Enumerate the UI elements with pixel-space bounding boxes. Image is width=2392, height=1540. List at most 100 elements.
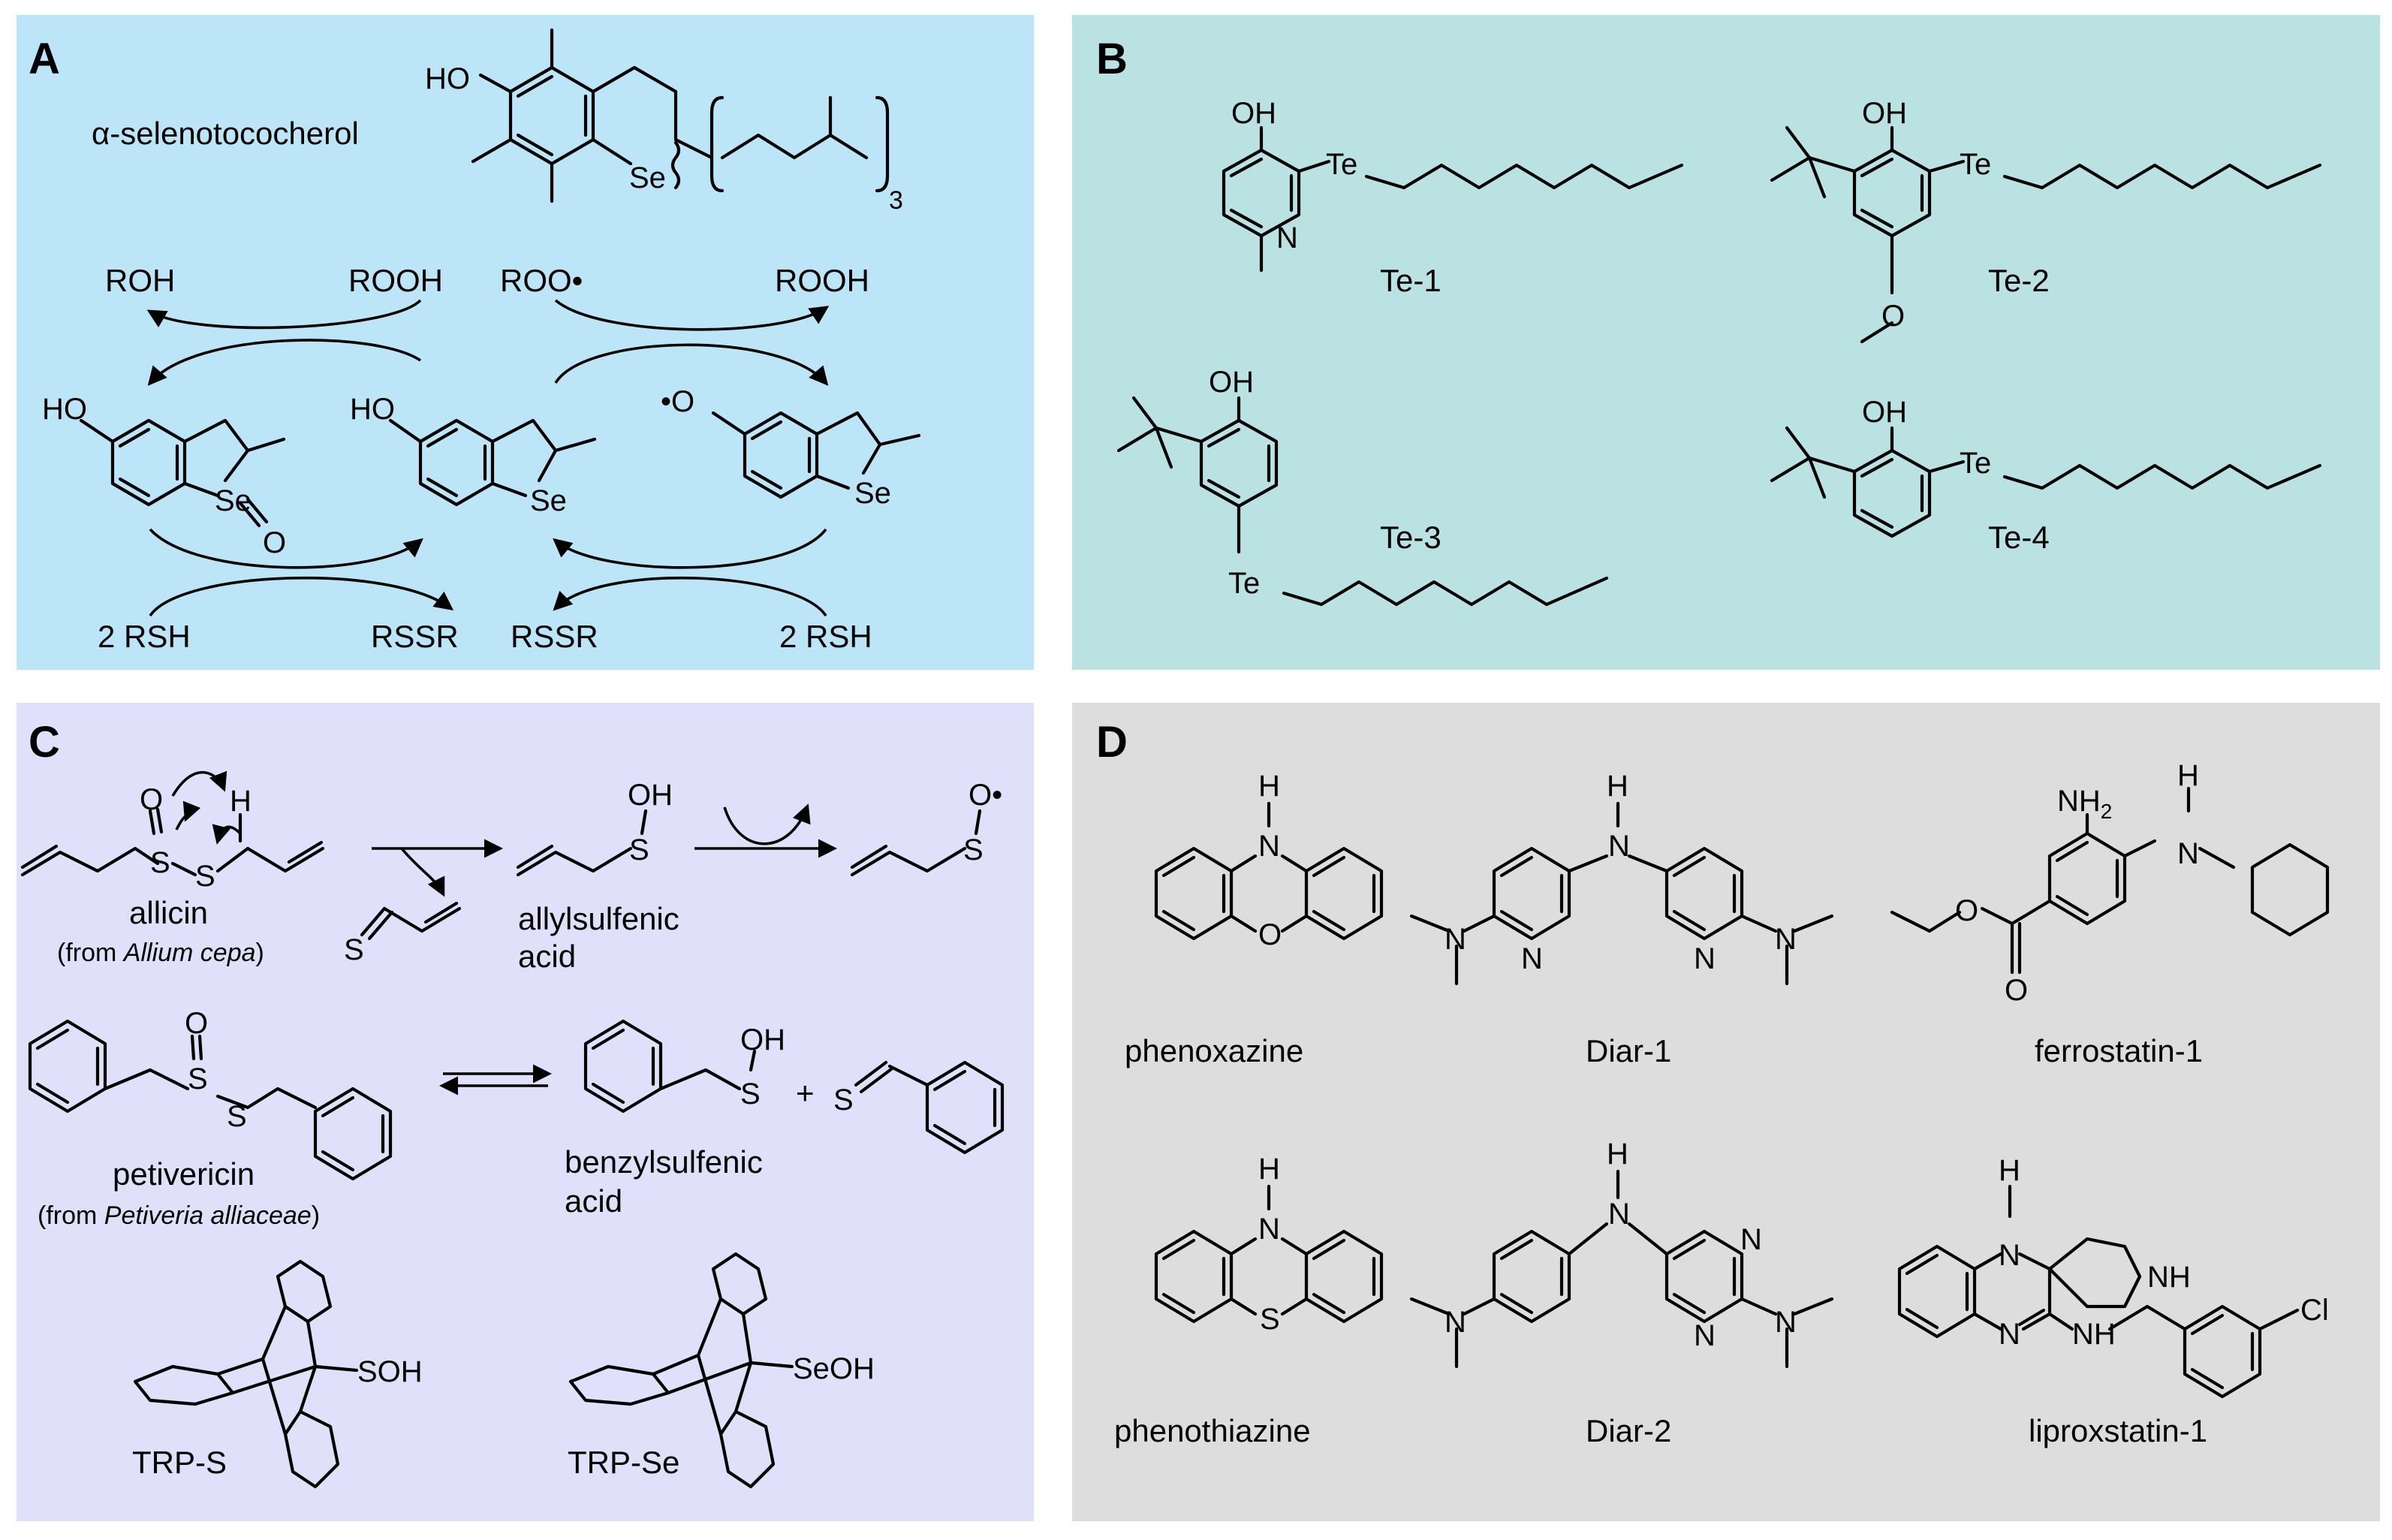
thiobenzaldehyde-s-label: S — [833, 1083, 854, 1117]
selenide-molecule: HO Se — [350, 393, 597, 517]
ferrostatin-h-label: H — [2177, 759, 2199, 792]
panel-b: B OH Te N Te-1 — [1096, 35, 2322, 607]
trp-se-seoh-label: SeOH — [793, 1352, 875, 1385]
te-2-label: Te-2 — [1988, 263, 2050, 298]
liproxstatin-1-label: liproxstatin-1 — [2029, 1413, 2207, 1448]
selenide-se-label: Se — [530, 484, 567, 517]
phenoxazine-n-label: N — [1258, 830, 1280, 863]
ho-atom-label: HO — [425, 62, 470, 95]
2rsh-left-label: 2 RSH — [98, 619, 191, 654]
se-atom-label: Se — [629, 161, 666, 194]
liproxstatin-cl-label: Cl — [2300, 1294, 2329, 1327]
ferrostatin-1-label: ferrostatin-1 — [2035, 1033, 2203, 1068]
allicin-o-label: O — [140, 783, 163, 816]
benzylsulfenic-label-line1: benzylsulfenic — [565, 1144, 763, 1180]
liproxstatin-n1-label: N — [1999, 1239, 2020, 1272]
diar2-n-bridge-label: N — [1608, 1198, 1630, 1231]
allicin-structure: O S S H allicin (from Allium cepa) — [20, 770, 325, 967]
diar1-n-ring1-label: N — [1521, 942, 1543, 975]
ferrostatin-carbonyl-o-label: O — [2005, 974, 2028, 1007]
selenoxide-se-label: Se — [215, 484, 252, 517]
arrow-bottom-right-lower — [553, 576, 827, 617]
allicin-arrow-2 — [175, 800, 201, 830]
te2-te-label: Te — [1960, 148, 1991, 181]
diar-1-structure: H N N N N N Diar-1 — [1409, 770, 1834, 1068]
trp-se-label: TRP-Se — [568, 1445, 679, 1480]
te3-oh-label: OH — [1209, 366, 1254, 399]
selenoxide-o-label: O — [263, 526, 286, 559]
diar1-n-ring2-label: N — [1694, 942, 1716, 975]
phenoxazine-label: phenoxazine — [1125, 1033, 1303, 1068]
thioacrolein-s-label: S — [344, 933, 364, 966]
radical-o-label: •O — [661, 385, 694, 418]
te2-oh-label: OH — [1862, 97, 1907, 130]
sulfenic-hat-arrow — [723, 803, 811, 845]
allylsulfenic-s-label: S — [629, 833, 649, 866]
arrow-bottom-left-upper — [149, 528, 423, 569]
ferrostatin-ester-o-label: O — [1955, 894, 1978, 927]
trp-s-structure: SOH TRP-S — [132, 1259, 423, 1489]
arrow-roo-to-rooh — [554, 299, 830, 331]
liproxstatin-nh-amine-label: NH — [2072, 1318, 2116, 1351]
te3-te-label: Te — [1228, 567, 1260, 600]
benzylsulfenic-oh-label: OH — [740, 1023, 785, 1056]
te-3-structure: OH Te Te-3 — [1116, 366, 1609, 607]
allicin-source: (from Allium cepa) — [57, 939, 264, 967]
petivericin-structure: O S S petivericin (from Petiveria alliac… — [28, 1007, 393, 1230]
radical-se-label: Se — [854, 477, 891, 510]
phenoxazine-structure: H N O phenoxazine — [1125, 770, 1384, 1068]
diar-1-label: Diar-1 — [1586, 1033, 1671, 1068]
te-4-label: Te-4 — [1988, 520, 2050, 555]
allicin-s2-label: S — [195, 860, 215, 893]
arrow-rooh-to-roh — [146, 299, 422, 330]
panel-letter-d: D — [1096, 718, 1128, 767]
trp-s-soh-label: SOH — [357, 1355, 423, 1388]
phenoxyl-radical-molecule: •O Se — [661, 385, 921, 510]
panel-a-background — [17, 15, 1034, 670]
diar2-n-pyr2-label: N — [1694, 1319, 1716, 1352]
allylsulfenic-oh-label: OH — [628, 779, 673, 812]
diar1-n-amine1-label: N — [1445, 923, 1466, 956]
panel-d: D H N O phenoxazine — [1096, 718, 2330, 1448]
te-1-structure: OH Te N Te-1 — [1222, 97, 1684, 298]
panel-d-background — [1072, 703, 2380, 1521]
thiobenzaldehyde-structure: S — [833, 1060, 1005, 1155]
te-3-label: Te-3 — [1380, 520, 1442, 555]
panel-c: C O S S H allicin (from Allium cepa) — [20, 718, 1005, 1489]
te-2-structure: OH Te O Te-2 — [1770, 97, 2322, 344]
panel-letter-c: C — [29, 718, 60, 767]
petivericin-source: (from Petiveria alliaceae) — [38, 1201, 320, 1230]
rooh-left-label: ROOH — [348, 263, 443, 298]
repeat-subscript: 3 — [889, 186, 903, 215]
diar-2-label: Diar-2 — [1586, 1413, 1671, 1448]
allicin-arrow-3 — [212, 824, 242, 845]
te4-oh-label: OH — [1862, 396, 1907, 429]
plus-sign: + — [796, 1075, 815, 1111]
diar2-n-amine1-label: N — [1445, 1306, 1466, 1339]
petivericin-label: petivericin — [113, 1156, 255, 1192]
diar1-n-bridge-label: N — [1608, 830, 1630, 863]
te4-te-label: Te — [1960, 447, 1991, 480]
panel-letter-a: A — [29, 35, 60, 83]
ferrostatin-n-label: N — [2177, 837, 2199, 870]
benzylsulfenic-s-label: S — [740, 1077, 761, 1111]
selenoxide-ho-label: HO — [42, 393, 87, 426]
trp-se-structure: SeOH TRP-Se — [568, 1252, 875, 1489]
trp-s-label: TRP-S — [132, 1445, 227, 1480]
petivericin-s2-label: S — [227, 1100, 247, 1133]
phenoxazine-o-label: O — [1258, 918, 1282, 951]
allicin-elimination-arrow — [400, 847, 445, 897]
rssr-right-label: RSSR — [511, 619, 598, 654]
panel-letter-b: B — [1096, 35, 1128, 83]
phenothiazine-label: phenothiazine — [1114, 1413, 1311, 1448]
allicin-arrow-1 — [171, 770, 227, 797]
allicin-label: allicin — [129, 895, 208, 930]
roo-radical-label: ROO• — [500, 263, 583, 298]
roh-label: ROH — [105, 263, 175, 298]
diar2-h-label: H — [1607, 1138, 1628, 1171]
phenothiazine-n-label: N — [1258, 1213, 1280, 1246]
petivericin-s1-label: S — [188, 1062, 208, 1095]
allicin-s1-label: S — [150, 846, 170, 879]
te-1-label: Te-1 — [1380, 263, 1442, 298]
alpha-selenotocoherol-label: α-selenotococherol — [92, 116, 359, 151]
